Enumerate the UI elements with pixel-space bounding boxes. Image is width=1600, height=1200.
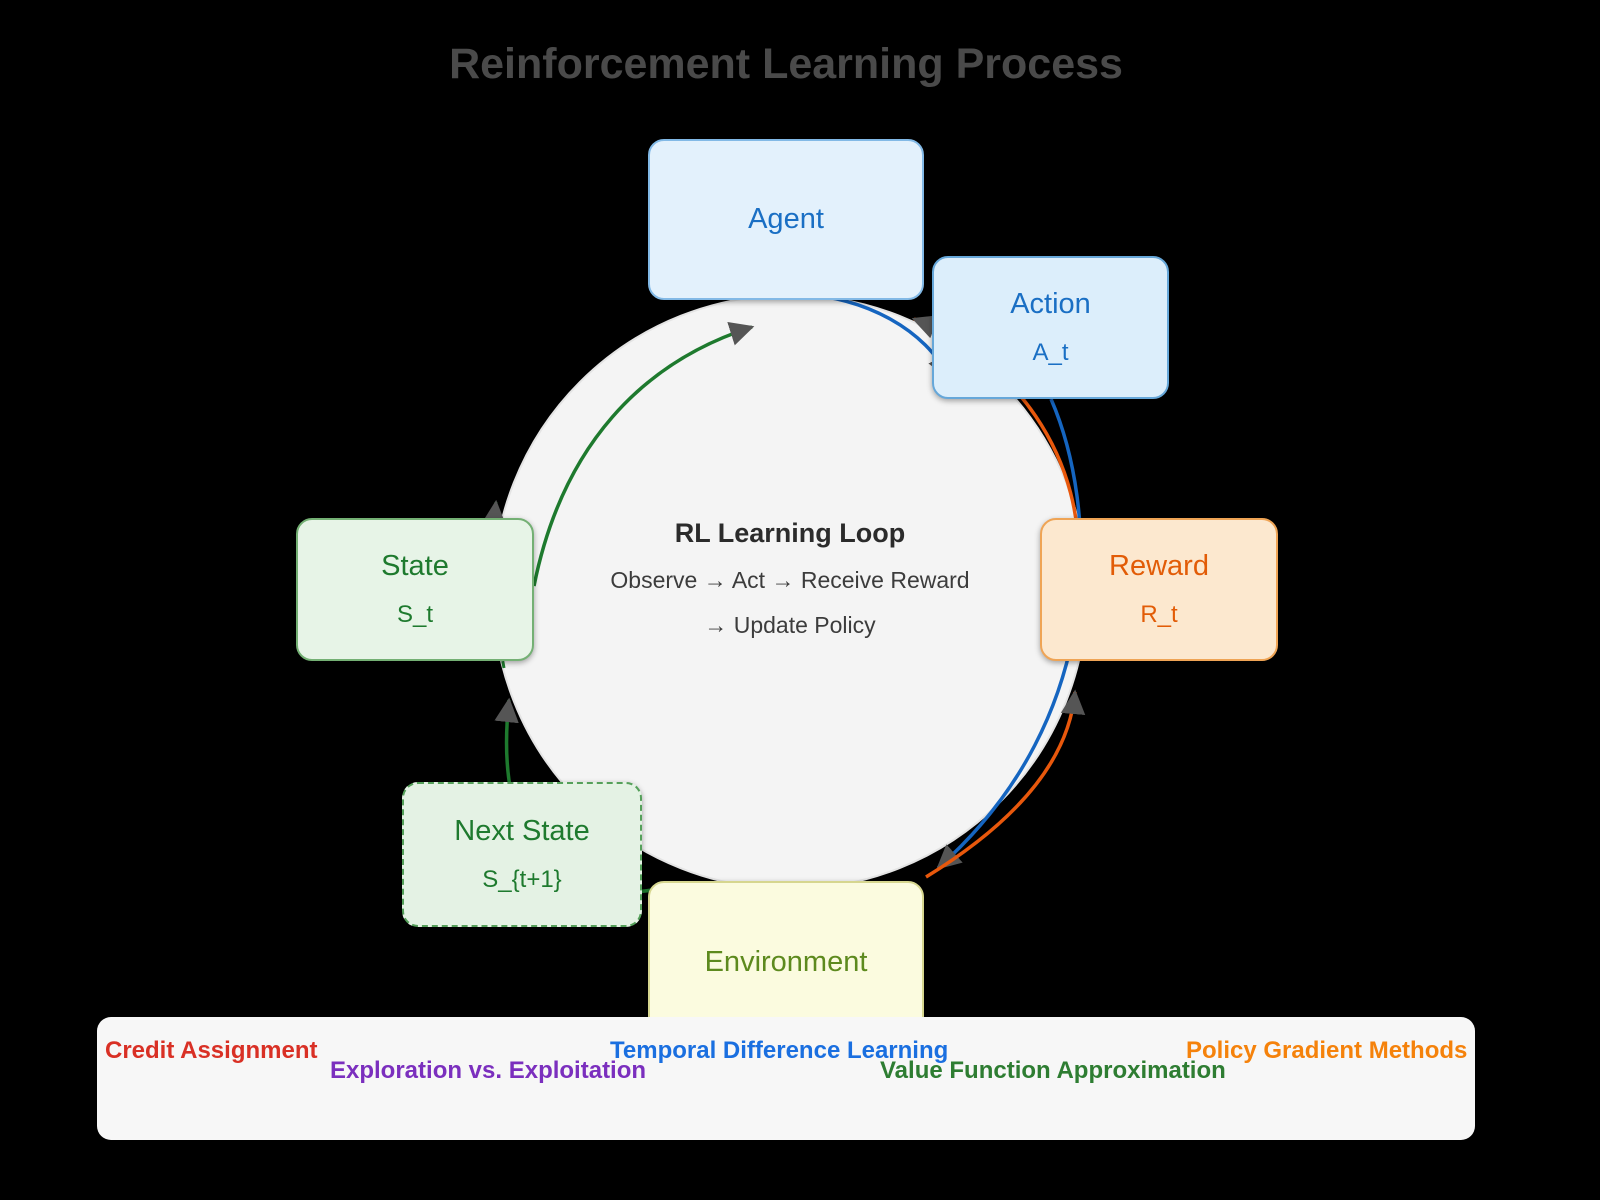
agent-label: Agent	[748, 203, 824, 235]
edge-environment-to-reward	[925, 689, 1086, 879]
loop-step-line1: Observe → Act → Receive Reward	[610, 567, 970, 593]
edge-state-to-agent	[532, 322, 755, 587]
node-next-state: Next State S_{t+1}	[402, 782, 642, 927]
state-symbol: S_t	[396, 601, 434, 628]
node-environment: Environment	[648, 881, 924, 1043]
loop-step-line2: → Update Policy	[704, 612, 876, 638]
reward-symbol: R_t	[1140, 601, 1178, 628]
page-title: Reinforcement Learning Process	[449, 40, 1123, 88]
concept-credit-assignment: Credit Assignment	[105, 1037, 318, 1064]
reward-label: Reward	[1109, 550, 1209, 582]
state-label: State	[381, 550, 449, 582]
concepts-bar	[97, 1017, 1475, 1140]
node-state: State S_t	[296, 518, 534, 661]
loop-heading: RL Learning Loop	[674, 518, 906, 548]
loop-center-text: RL Learning Loop Observe → Act → Receive…	[545, 518, 1035, 639]
node-reward: Reward R_t	[1040, 518, 1278, 661]
concept-temporal-difference-learning: Temporal Difference Learning	[610, 1037, 949, 1064]
node-action: Action A_t	[932, 256, 1169, 399]
action-label: Action	[1010, 288, 1091, 320]
environment-label: Environment	[704, 945, 868, 978]
action-symbol: A_t	[1032, 339, 1069, 366]
concept-exploration-vs-exploitation: Exploration vs. Exploitation	[330, 1057, 647, 1084]
concept-policy-gradient-methods: Policy Gradient Methods	[1186, 1037, 1468, 1064]
next-state-label: Next State	[454, 815, 590, 847]
next-state-symbol: S_{t+1}	[482, 866, 562, 893]
concept-value-function-approximation: Value Function Approximation	[880, 1057, 1226, 1084]
node-agent: Agent	[648, 139, 924, 300]
